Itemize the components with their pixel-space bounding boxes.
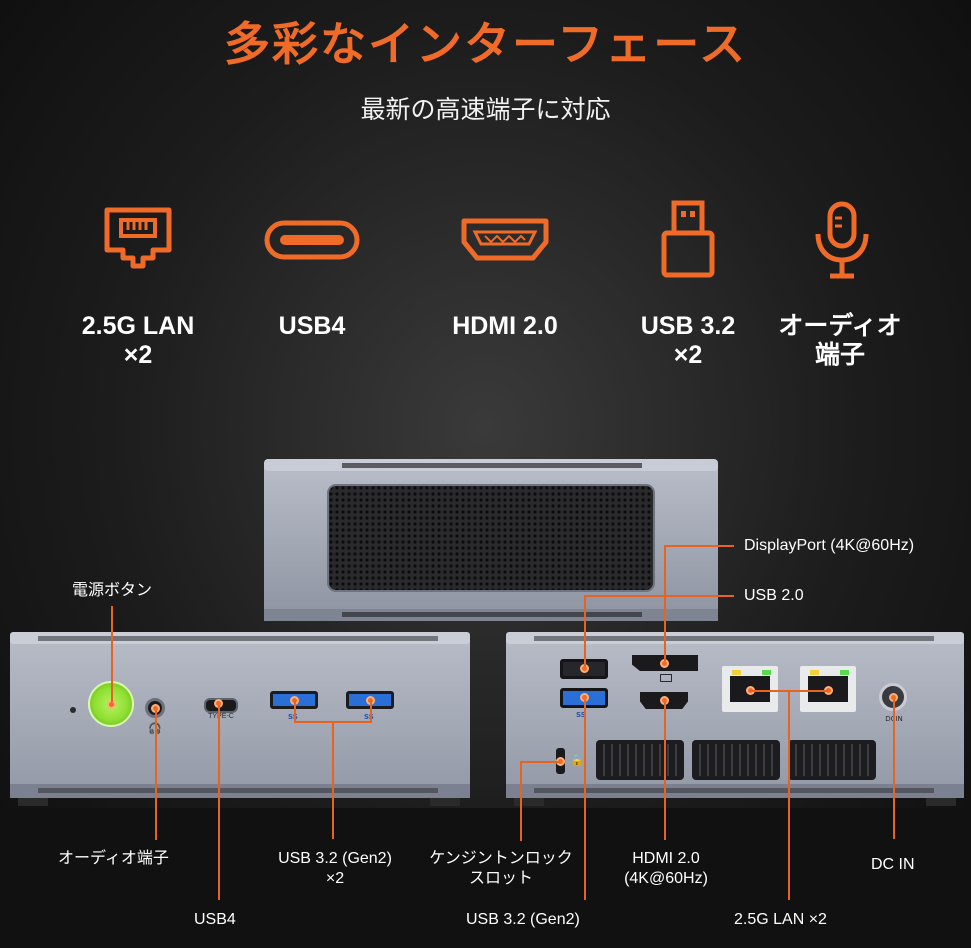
page-title: 多彩なインターフェース bbox=[224, 17, 747, 71]
feature-label-hdmi: HDMI 2.0 bbox=[452, 312, 558, 340]
lan-led-yellow-1 bbox=[732, 670, 741, 675]
ethernet-port-icon bbox=[104, 207, 172, 269]
callout-line-usb32-rear bbox=[584, 700, 586, 900]
label-hdmi: HDMI 2.0(4K@60Hz) bbox=[624, 850, 708, 887]
callout-line-power bbox=[111, 606, 113, 702]
lan-led-green-2 bbox=[840, 670, 849, 675]
callout-line-dcin bbox=[893, 699, 895, 839]
callout-line-dp-h bbox=[664, 545, 734, 547]
callout-line-usb20-v bbox=[584, 595, 586, 667]
dp-mark-icon bbox=[660, 674, 672, 682]
typec-mark: TYPE-C bbox=[208, 713, 234, 720]
callout-line-dp-v bbox=[664, 545, 666, 661]
callout-line-lan-v bbox=[788, 690, 790, 900]
callout-line-kensington-v bbox=[520, 761, 522, 841]
label-usb32-rear: USB 3.2 (Gen2) bbox=[466, 911, 580, 928]
label-audio-jack: オーディオ端子 bbox=[58, 850, 169, 867]
device-front-view bbox=[10, 632, 470, 806]
hdmi-port-icon bbox=[461, 218, 549, 261]
label-usb20: USB 2.0 bbox=[744, 587, 804, 604]
floor-shadow bbox=[0, 808, 971, 948]
label-power-button: 電源ボタン bbox=[72, 582, 153, 599]
lan-led-yellow-2 bbox=[810, 670, 819, 675]
label-kensington: ケンジントンロックスロット bbox=[429, 850, 573, 887]
callout-line-usb20-h bbox=[584, 595, 734, 597]
feature-label-usb4: USB4 bbox=[278, 312, 346, 340]
usb-c-port-icon bbox=[264, 220, 360, 260]
microphone-icon bbox=[815, 201, 869, 279]
label-usb32-front: USB 3.2 (Gen2)×2 bbox=[278, 850, 392, 887]
callout-line-usb32-front-b bbox=[370, 700, 372, 722]
feature-label-lan: 2.5G LAN×2 bbox=[81, 312, 195, 369]
usb-a-port-icon bbox=[661, 200, 715, 278]
callout-line-audio bbox=[155, 710, 157, 840]
lan-led-green-1 bbox=[762, 670, 771, 675]
callout-line-usb4 bbox=[218, 705, 220, 900]
led-indicator bbox=[70, 707, 76, 713]
page-subtitle: 最新の高速端子に対応 bbox=[360, 95, 611, 124]
label-dc-in: DC IN bbox=[871, 856, 915, 873]
ss-mark-2: SS bbox=[364, 713, 374, 721]
ss-mark-rear: SS bbox=[576, 711, 586, 719]
feature-label-usb32: USB 3.2×2 bbox=[640, 312, 736, 369]
label-lan: 2.5G LAN ×2 bbox=[734, 911, 827, 928]
lock-icon: 🔒 bbox=[570, 754, 584, 767]
label-displayport: DisplayPort (4K@60Hz) bbox=[744, 537, 915, 554]
callout-line-usb32-front-a bbox=[294, 700, 296, 722]
label-usb4: USB4 bbox=[194, 911, 236, 928]
ss-mark-1: SS bbox=[288, 713, 298, 721]
callout-line-usb32-front-d bbox=[332, 721, 334, 839]
callout-line-kensington bbox=[520, 761, 560, 763]
callout-line-hdmi bbox=[664, 702, 666, 840]
feature-label-audio: オーディオ端子 bbox=[778, 312, 902, 369]
device-top-view bbox=[264, 459, 718, 621]
headphone-icon: 🎧 bbox=[148, 722, 162, 735]
